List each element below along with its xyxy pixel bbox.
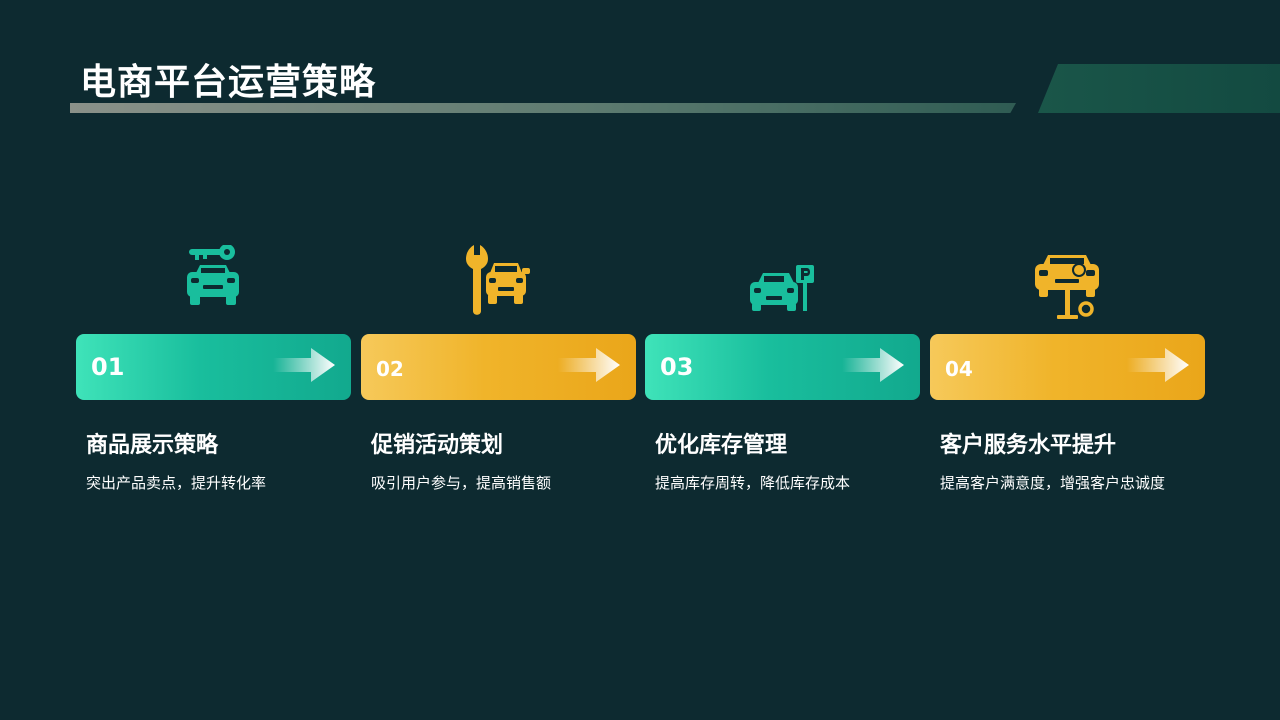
step-bar-1: 01 <box>76 334 351 400</box>
step-heading: 促销活动策划 <box>371 433 504 458</box>
step-heading: 客户服务水平提升 <box>940 433 1117 458</box>
step-bar-3: 03 <box>645 334 920 400</box>
page-title: 电商平台运营策略 <box>80 62 377 103</box>
step-bar-2: 02 <box>361 334 636 400</box>
step-description: 吸引用户参与，提高销售额 <box>371 474 552 492</box>
car-repair-wrench-icon <box>466 245 530 315</box>
step-card-1: 01 商品展示策略 突出产品卖点，提升转化率 <box>76 240 351 510</box>
step-card-3: 03 优化库存管理 提高库存周转，降低库存成本 <box>645 240 920 510</box>
step-description: 提高客户满意度，增强客户忠诚度 <box>940 474 1166 492</box>
car-lift-service-icon <box>1035 255 1099 319</box>
arrow-right-icon <box>842 348 904 382</box>
step-card-4: 04 客户服务水平提升 提高客户满意度，增强客户忠诚度 <box>930 240 1205 510</box>
step-number: 02 <box>376 357 404 381</box>
decorative-corner-shape <box>1038 64 1280 113</box>
arrow-right-icon <box>558 348 620 382</box>
arrow-right-icon <box>1127 348 1189 382</box>
step-description: 提高库存周转，降低库存成本 <box>655 474 851 492</box>
step-number: 03 <box>660 353 694 381</box>
car-key-icon <box>187 245 239 305</box>
step-heading: 优化库存管理 <box>655 433 788 458</box>
step-description: 突出产品卖点，提升转化率 <box>86 474 267 492</box>
title-underline <box>70 103 1016 113</box>
step-card-2: 02 促销活动策划 吸引用户参与，提高销售额 <box>361 240 636 510</box>
step-number: 04 <box>945 357 973 381</box>
arrow-right-icon <box>273 348 335 382</box>
step-number: 01 <box>91 353 125 381</box>
car-parking-icon <box>750 265 814 311</box>
step-bar-4: 04 <box>930 334 1205 400</box>
step-heading: 商品展示策略 <box>86 433 219 458</box>
